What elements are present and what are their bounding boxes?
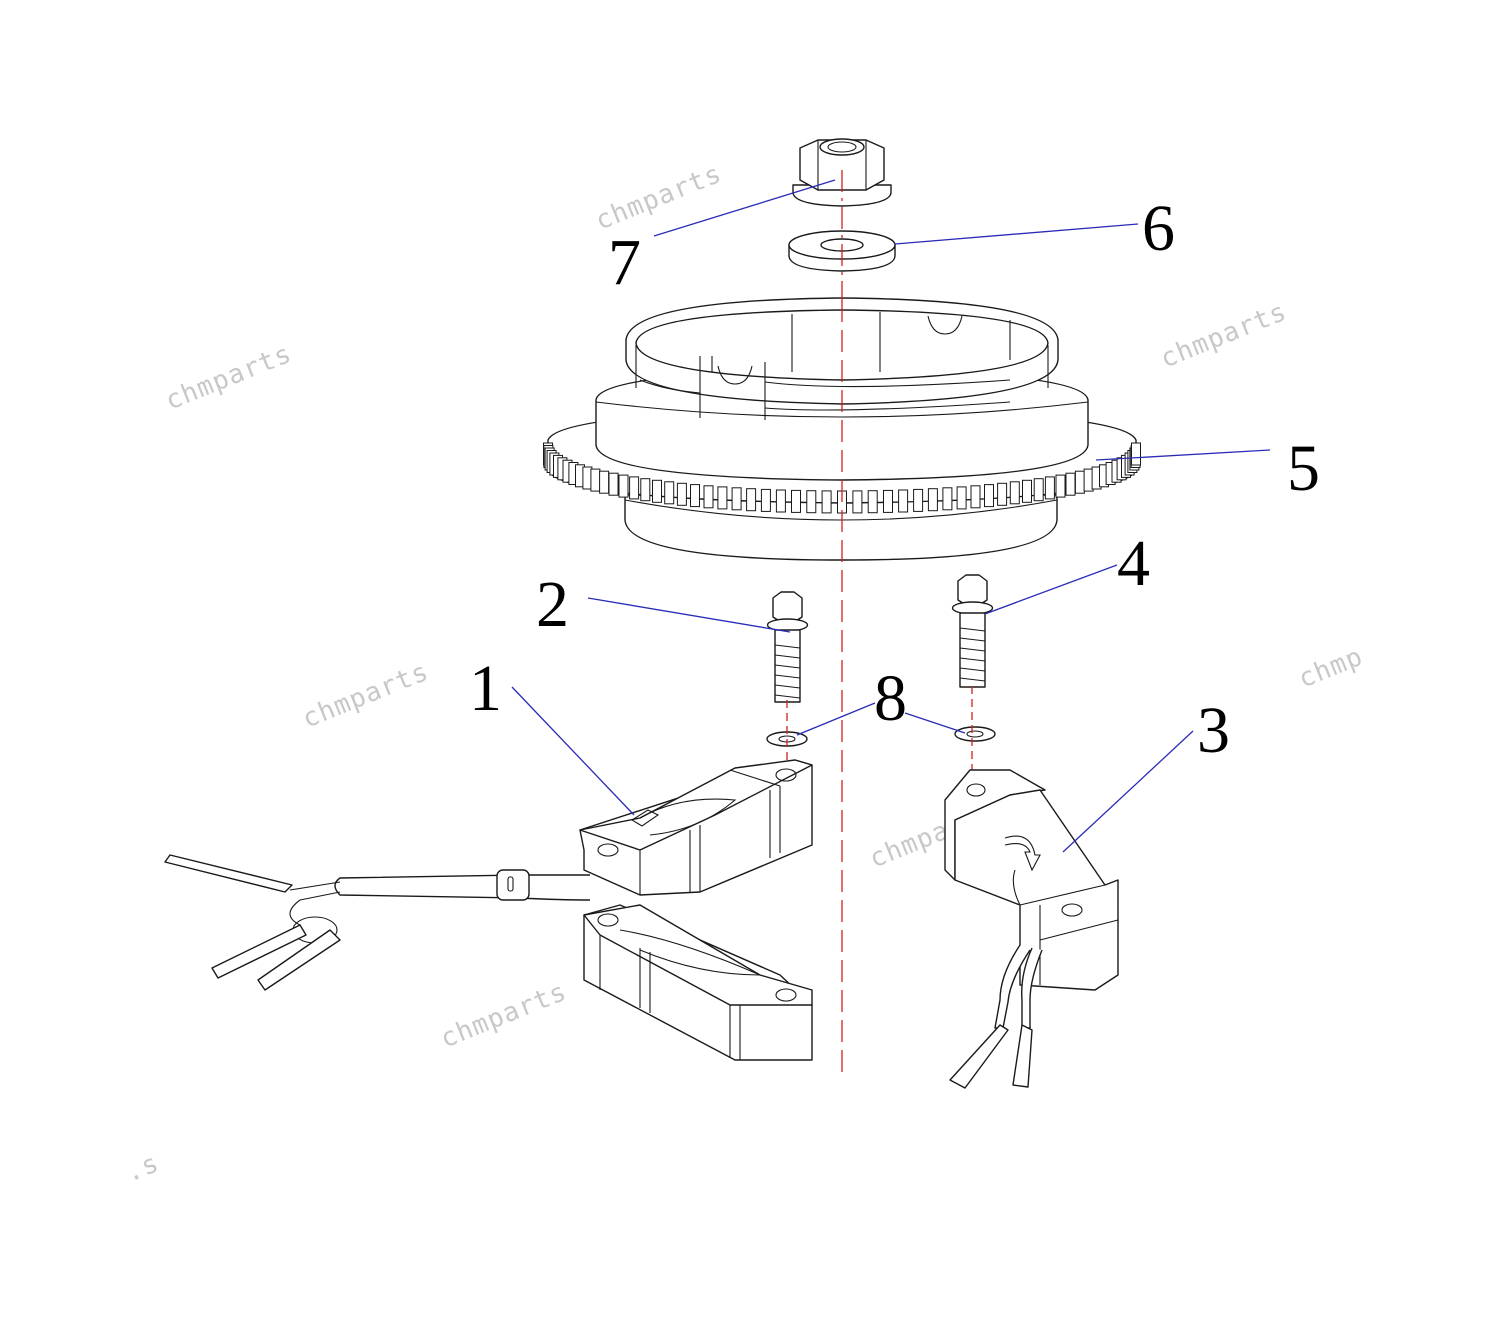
bolt-left-part xyxy=(766,591,809,703)
callout-4: 4 xyxy=(1117,527,1150,600)
watermark: chmparts xyxy=(436,977,571,1055)
gear-tooth xyxy=(676,482,687,506)
gear-tooth xyxy=(1009,481,1020,505)
callout-labels: 1 2 3 4 5 6 7 8 xyxy=(469,192,1320,767)
watermark: chmparts xyxy=(591,159,726,237)
gear-tooth xyxy=(927,488,938,512)
gear-tooth xyxy=(590,468,601,492)
callout-2: 2 xyxy=(536,568,569,641)
gear-tooth xyxy=(608,472,619,496)
watermark: .s xyxy=(121,1148,163,1188)
gear-tooth xyxy=(791,489,801,513)
gear-tooth xyxy=(731,487,742,511)
callout-7: 7 xyxy=(608,226,641,299)
gear-tooth xyxy=(883,489,893,513)
gear-tooth xyxy=(618,474,629,498)
leader-lines xyxy=(511,179,1271,853)
gear-tooth xyxy=(970,485,981,509)
gear-tooth xyxy=(942,487,953,511)
gear-tooth xyxy=(984,484,994,508)
gear-tooth xyxy=(867,490,878,514)
callout-6: 6 xyxy=(1142,192,1175,265)
gear-tooth xyxy=(956,486,967,510)
gear-tooth xyxy=(1055,474,1066,498)
gear-tooth xyxy=(775,489,786,513)
watermark: chmp xyxy=(1294,642,1367,695)
flange-nut-part xyxy=(792,138,892,207)
gear-tooth xyxy=(652,479,662,503)
gear-tooth xyxy=(703,485,714,509)
gear-tooth xyxy=(640,478,651,502)
gear-tooth xyxy=(1131,442,1141,466)
gear-tooth xyxy=(913,488,924,512)
charge-coil-part xyxy=(164,759,813,1061)
watermark: chmparts xyxy=(1156,297,1291,375)
gear-tooth xyxy=(806,490,817,514)
small-washers-part xyxy=(766,726,996,747)
gear-tooth xyxy=(717,486,728,510)
bolt-right-part xyxy=(951,574,994,688)
gear-tooth xyxy=(1022,479,1032,503)
gear-tooth xyxy=(599,470,610,494)
gear-tooth xyxy=(746,488,757,512)
callout-5: 5 xyxy=(1287,432,1320,505)
gear-tooth xyxy=(997,482,1008,506)
callout-8: 8 xyxy=(874,662,907,735)
gear-tooth xyxy=(1065,472,1076,496)
gear-tooth xyxy=(690,484,700,508)
watermark: chmparts xyxy=(298,657,433,735)
gear-tooth xyxy=(852,490,863,514)
watermark: chmparts xyxy=(161,339,296,417)
gear-tooth xyxy=(1074,470,1085,494)
gear-tooth xyxy=(664,481,675,505)
gear-tooth xyxy=(760,488,771,512)
callout-1: 1 xyxy=(469,652,502,725)
gear-tooth xyxy=(1033,478,1044,502)
gear-tooth xyxy=(898,489,909,513)
gear-tooth xyxy=(629,476,640,500)
center-axis xyxy=(786,170,973,1080)
gear-tooth xyxy=(821,490,832,514)
gear-tooth xyxy=(1044,476,1055,500)
flywheel-part xyxy=(543,297,1141,561)
callout-3: 3 xyxy=(1197,694,1230,767)
ignition-coil-part xyxy=(944,769,1119,1089)
